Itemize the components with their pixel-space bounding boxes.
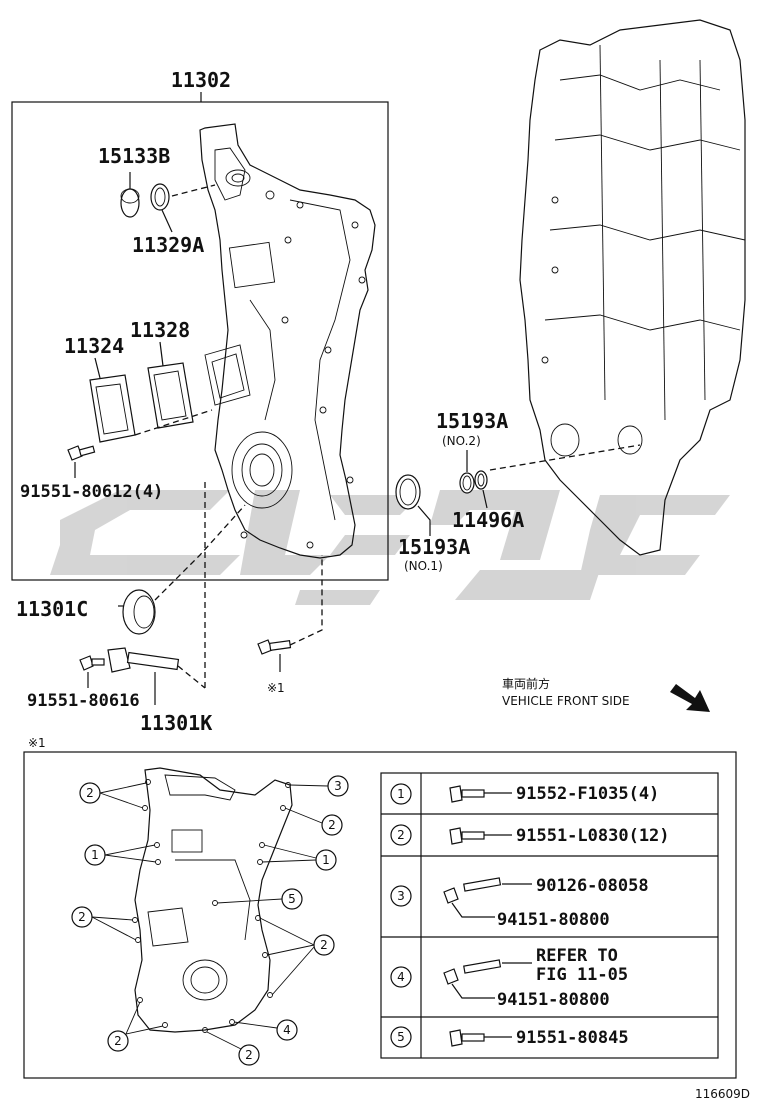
label-detail-mark: ※1 (28, 736, 46, 750)
sensor-11301k (107, 478, 206, 705)
table-refer-to: REFER TO (536, 946, 618, 966)
callout-4: 4 (283, 1023, 291, 1037)
vehicle-front-arrow (670, 684, 710, 712)
label-15193a-no1: 15193A (398, 535, 470, 559)
oil-seal-11301c (118, 504, 246, 635)
engine-block-drawing (489, 19, 746, 556)
callout-2: 2 (245, 1048, 253, 1062)
table-fig-ref: FIG 11-05 (536, 965, 628, 985)
callout-2: 2 (328, 818, 336, 832)
callout-3: 3 (334, 779, 342, 793)
label-11496a: 11496A (452, 508, 524, 532)
oring-11496a (474, 470, 488, 509)
label-no2: (NO.2) (442, 434, 481, 448)
callout-5: 5 (288, 892, 296, 906)
table-key-2: 2 (397, 828, 405, 842)
table-part-94151-80800: 94151-80800 (497, 990, 610, 1010)
bolt-ref-1 (257, 555, 323, 672)
label-11328: 11328 (130, 318, 190, 342)
bolt-91551-80616 (79, 655, 105, 688)
table-part-90126-08058: 90126-08058 (536, 876, 649, 896)
label-11302: 11302 (171, 68, 231, 92)
table-key-1: 1 (397, 787, 405, 801)
callout-2: 2 (86, 786, 94, 800)
label-11301k: 11301K (140, 711, 212, 735)
callout-1: 1 (91, 848, 99, 862)
label-11324: 11324 (64, 334, 124, 358)
bolt-91551-80612 (67, 445, 96, 478)
label-15133b: 15133B (98, 144, 170, 168)
label-11329a: 11329A (132, 233, 204, 257)
gasket-11328 (134, 341, 213, 436)
detail-cover-drawing (132, 767, 293, 1033)
table-part-91552-f1035: 91552-F1035(4) (516, 784, 659, 804)
label-vehicle-front-jp: 車両前方 (502, 676, 550, 691)
label-11301c: 11301C (16, 597, 88, 621)
oring-11329a (150, 183, 216, 233)
oring-15193a-no1 (395, 474, 431, 536)
watermark-logo (50, 490, 730, 605)
label-91551-80616: 91551-80616 (27, 691, 140, 711)
label-no1: (NO.1) (404, 559, 443, 573)
callout-2: 2 (78, 910, 86, 924)
table-key-4: 4 (397, 970, 405, 984)
label-vehicle-front-en: VEHICLE FRONT SIDE (502, 694, 630, 708)
table-part-94151-80800: 94151-80800 (497, 910, 610, 930)
table-key-5: 5 (397, 1030, 405, 1044)
detail-callouts: 2 3 2 1 1 5 2 2 2 4 2 (71, 775, 349, 1066)
figure-id: 116609D (695, 1087, 750, 1101)
plug-15133b (120, 172, 140, 218)
detail-box (23, 751, 737, 1079)
table-part-91551-l0830: 91551-L0830(12) (516, 826, 670, 846)
oring-15193a-no2 (459, 450, 475, 494)
table-key-3: 3 (397, 889, 405, 903)
callout-2: 2 (320, 938, 328, 952)
label-15193a-no2: 15193A (436, 409, 508, 433)
timing-cover-drawing (199, 123, 376, 559)
gasket-11324 (89, 357, 136, 443)
table-part-91551-80845: 91551-80845 (516, 1028, 629, 1048)
label-ref-mark: ※1 (267, 681, 285, 695)
label-91551-80612: 91551-80612(4) (20, 482, 163, 502)
callout-2: 2 (114, 1034, 122, 1048)
bolt-table: 1 2 3 4 5 91552-F1035(4) 91551-L0830(12 (380, 772, 719, 1059)
assembly-box (11, 101, 389, 581)
callout-1: 1 (322, 853, 330, 867)
